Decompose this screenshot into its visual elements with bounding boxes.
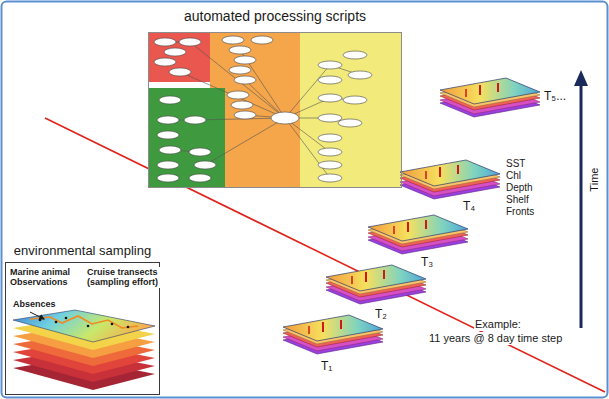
time-step-label: T₄: [462, 199, 476, 213]
time-step-label: T₃: [420, 255, 434, 269]
note-text: 11 years @ 8 day time step: [428, 332, 563, 345]
callout-label: Cruise transects (sampling effort): [86, 267, 161, 288]
time-arrow: [574, 70, 588, 328]
sampling-panel: environmental samplingMarine animal Obse…: [5, 262, 160, 395]
sampling-illustration: [5, 262, 160, 395]
time-step-label: T₁: [320, 359, 333, 373]
callout-label: Marine animal Observations: [9, 267, 87, 288]
callout-label: Absences: [12, 299, 57, 309]
panel-heading: automated processing scripts: [119, 8, 431, 24]
time-step-label: T₅...: [543, 89, 567, 103]
flowchart-panel: automated processing scripts: [148, 32, 402, 188]
time-step-label: T₂: [374, 307, 388, 321]
time-stack: [283, 78, 540, 354]
flowchart-illustration: [148, 32, 402, 188]
panel-heading: environmental sampling: [0, 244, 189, 259]
note-text: Example:: [474, 318, 522, 331]
axis-label: Time: [588, 149, 601, 211]
layer-list: SST Chl Depth Shelf Fronts: [505, 158, 535, 218]
